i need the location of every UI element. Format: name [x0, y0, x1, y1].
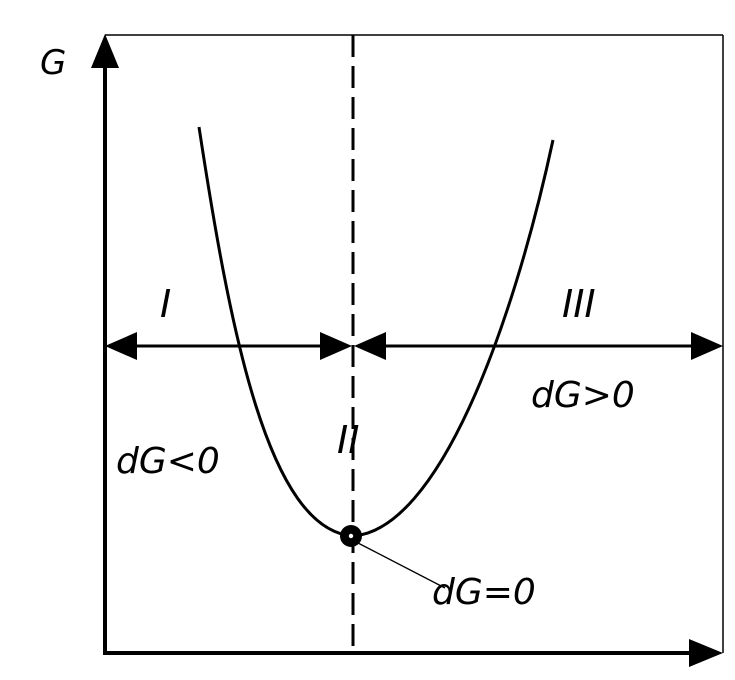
region-iii-right-arrowhead	[691, 332, 723, 360]
condition-right-label: dG>0	[531, 375, 635, 416]
condition-left-label: dG<0	[116, 441, 220, 482]
minimum-leader-line	[357, 542, 446, 589]
gibbs-curve	[197, 126, 555, 538]
region-i-right-arrowhead	[320, 332, 352, 360]
region-iii-left-arrowhead	[354, 332, 386, 360]
region-ii-label: II	[337, 418, 359, 462]
region-i-label: I	[160, 282, 171, 326]
region-iii-label: III	[562, 282, 596, 326]
x-axis-arrowhead	[689, 639, 723, 667]
region-i-left-arrowhead	[105, 332, 137, 360]
y-axis-label: G	[40, 43, 66, 83]
condition-minimum-label: dG=0	[432, 572, 536, 613]
y-axis-arrowhead	[91, 34, 119, 68]
minimum-point-center	[348, 533, 354, 539]
